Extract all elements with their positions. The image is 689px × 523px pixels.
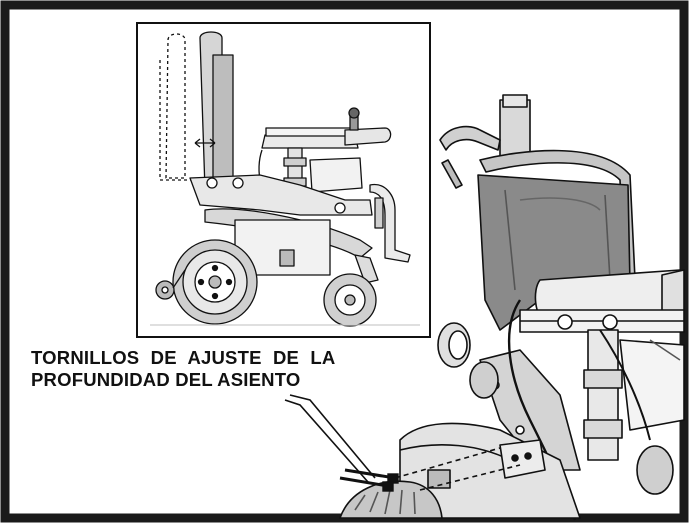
main-wheelchair-illustration [339,94,685,521]
callout-line-1: TORNILLOS DE AJUSTE DE LA [31,347,336,368]
inset-side-view-wheelchair [150,31,420,327]
alignment-dashed-line [394,447,501,479]
seat-depth-adjustment-screws [339,468,399,492]
seat-depth-screws-callout: TORNILLOS DE AJUSTE DE LA PROFUNDIDAD DE… [31,347,371,391]
callout-leader [284,394,376,483]
callout-line-2: PROFUNDIDAD DEL ASIENTO [31,369,301,390]
